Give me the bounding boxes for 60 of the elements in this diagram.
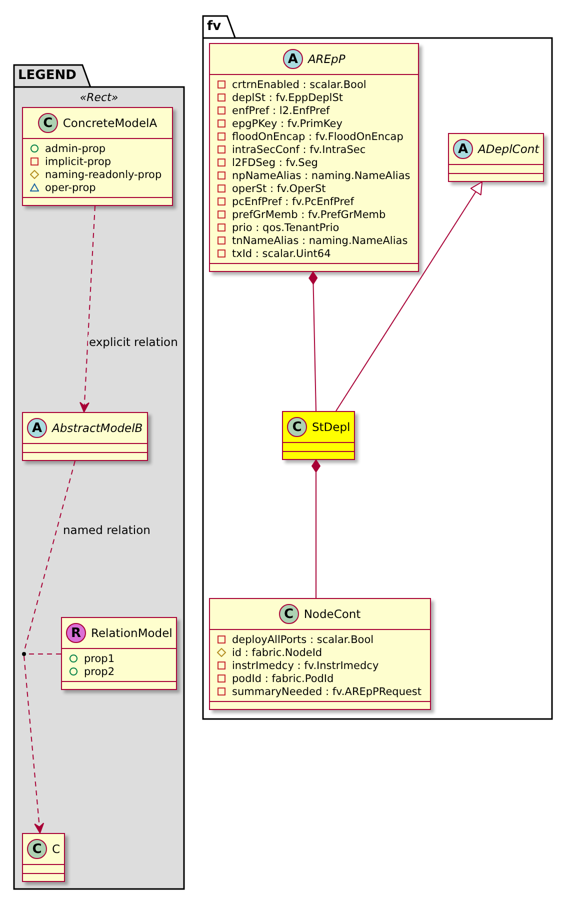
class-name: RelationModel: [91, 626, 172, 640]
class-attribute: implicit-prop: [45, 156, 112, 168]
edge-label: named relation: [62, 523, 152, 537]
class-attribute: summaryNeeded : fv.AREpPRequest: [232, 686, 422, 698]
class-attribute: podId : fabric.PodId: [232, 672, 334, 684]
class-attribute: crtrnEnabled : scalar.Bool: [232, 78, 366, 90]
class-type-badge: C: [287, 417, 307, 437]
class-box: [22, 107, 173, 206]
class-attribute: tnNameAlias : naming.NameAlias: [232, 234, 408, 246]
package-title: LEGEND: [18, 68, 76, 83]
class-type-badge: A: [282, 49, 303, 69]
class-attribute: prio : qos.TenantPrio: [232, 222, 340, 234]
class-name: AREpP: [308, 52, 346, 66]
class-attribute: epgPKey : fv.PrimKey: [232, 118, 342, 130]
class-attribute: floodOnEncap : fv.FloodOnEncap: [232, 130, 404, 142]
class-name: ConcreteModelA: [62, 116, 158, 130]
class-attribute: naming-readonly-prop: [45, 168, 162, 180]
class-box: [282, 411, 356, 460]
class-attribute: prop2: [84, 666, 115, 678]
class-type-badge: A: [27, 418, 47, 438]
class-box: [22, 833, 66, 882]
class-attribute: intraSecConf : fv.IntraSec: [232, 144, 366, 156]
class-name: NodeCont: [304, 607, 361, 621]
class-attribute: pcEnfPref : fv.PcEnfPref: [232, 196, 354, 208]
class-attribute: prefGrMemb : fv.PrefGrMemb: [232, 208, 386, 220]
class-attribute: l2FDSeg : fv.Seg: [232, 156, 318, 168]
class-attribute: operSt : fv.OperSt: [232, 182, 326, 194]
class-type-badge: R: [66, 623, 86, 643]
class-name: ADeplCont: [478, 142, 540, 156]
inheritance-arrow: [336, 182, 482, 412]
edge-label: explicit relation: [88, 335, 179, 349]
class-box: [209, 598, 431, 710]
class-attribute: id : fabric.NodeId: [232, 646, 322, 658]
class-name: C: [52, 842, 60, 856]
class-box: [22, 412, 148, 461]
class-type-badge: A: [453, 139, 473, 159]
composition-line: [308, 272, 318, 412]
dashed-arrow: [80, 206, 96, 412]
class-type-badge: C: [278, 604, 299, 624]
junction-dot: [22, 652, 26, 656]
class-attribute: deplSt : fv.EppDeplSt: [232, 92, 344, 104]
class-attribute: admin-prop: [45, 142, 106, 154]
composition-line: [312, 460, 320, 598]
class-type-badge: C: [38, 113, 58, 133]
class-name: AbstractModelB: [52, 421, 143, 435]
class-box: [61, 617, 178, 690]
class-attribute: prop1: [84, 652, 115, 664]
class-type-badge: C: [27, 839, 47, 859]
class-attribute: deployAllPorts : scalar.Bool: [232, 634, 374, 646]
class-attribute: enfPref : l2.EnfPref: [232, 104, 330, 116]
class-name: StDepl: [312, 420, 350, 434]
class-box: [448, 133, 544, 182]
class-box: [209, 43, 420, 272]
stereotype-label: «Rect»: [80, 91, 118, 104]
class-attribute: txId : scalar.Uint64: [232, 248, 331, 260]
class-attribute: npNameAlias : naming.NameAlias: [232, 170, 410, 182]
class-attribute: oper-prop: [45, 182, 96, 194]
package-title: fv: [207, 19, 222, 34]
dashed-arrow: [24, 656, 44, 834]
class-attribute: instrImedcy : fv.InstrImedcy: [232, 660, 379, 672]
